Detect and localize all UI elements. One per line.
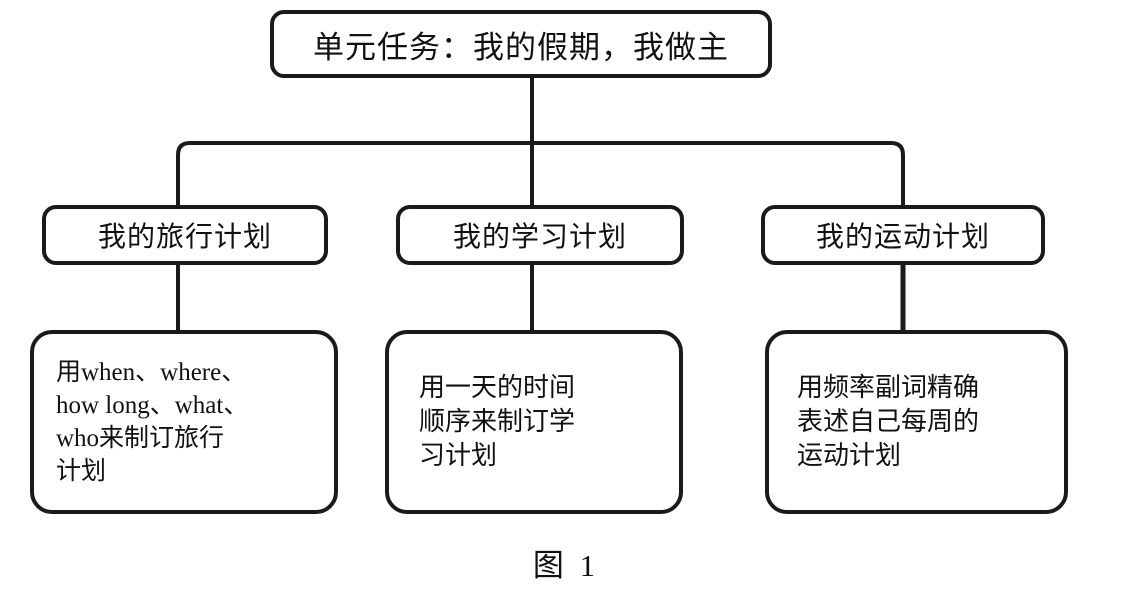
detail-node-study-plan: 用一天的时间 顺序来制订学 习计划 — [385, 330, 683, 514]
detail-node-text: 用一天的时间 顺序来制订学 习计划 — [419, 372, 576, 471]
detail-node-sports-plan: 用频率副词精确 表述自己每周的 运动计划 — [765, 330, 1068, 514]
branch-node-label: 我的运动计划 — [815, 222, 990, 253]
detail-node-text: 用when、where、 how long、what、 who来制订旅行 计划 — [56, 359, 249, 485]
branch-node-study-plan: 我的学习计划 — [396, 205, 684, 265]
root-node-label: 单元任务：我的假期，我做主 — [313, 29, 729, 65]
root-node-unit-task: 单元任务：我的假期，我做主 — [270, 10, 772, 78]
figure-caption: 图 1 — [532, 548, 600, 583]
branch-node-sports-plan: 我的运动计划 — [761, 205, 1045, 265]
branch-node-label: 我的学习计划 — [452, 222, 627, 253]
branch-node-travel-plan: 我的旅行计划 — [42, 205, 328, 265]
connector-bus — [176, 141, 905, 205]
branch-node-label: 我的旅行计划 — [97, 222, 272, 253]
detail-node-text: 用频率副词精确 表述自己每周的 运动计划 — [797, 372, 980, 471]
detail-node-travel-plan: 用when、where、 how long、what、 who来制订旅行 计划 — [30, 330, 338, 514]
